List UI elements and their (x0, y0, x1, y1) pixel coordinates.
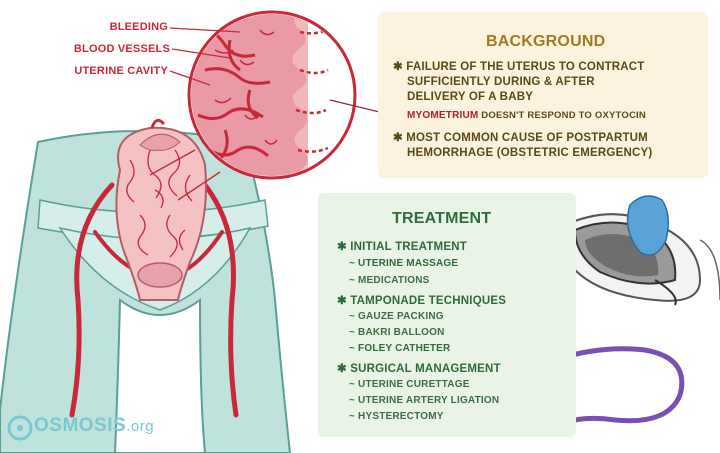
logo-icon (7, 415, 33, 441)
treatment-foley-catheter: ~ FOLEY CATHETER (349, 343, 451, 354)
treatment-uterine-massage: ~ UTERINE MASSAGE (349, 258, 459, 269)
osmosis-logo[interactable]: OSMOSIS.org (34, 415, 155, 436)
leader-bleeding (169, 27, 241, 33)
background-title: BACKGROUND (486, 33, 606, 50)
background-item-1-line3: DELIVERY of a BABY (407, 91, 534, 103)
treatment-bakri-balloon: ~ BAKRI BALLOON (349, 327, 445, 338)
treatment-artery-ligation: ~ UTERINE ARTERY LIGATION (349, 395, 500, 406)
label-bleeding: BLEEDING (109, 21, 168, 33)
background-sub-item: MYOMETRIUM DOESN'T RESPOND to OXYTOCIN (407, 110, 646, 121)
zoom-line (149, 149, 196, 176)
label-uterine-cavity: UTERINE CAVITY (74, 65, 168, 77)
cervix (137, 262, 183, 288)
thigh-gap (113, 298, 207, 453)
zoom-line-2 (177, 171, 221, 201)
background-item-2-line2: HEMORRHAGE (OBSTETRIC EMERGENCY) (407, 147, 653, 159)
uterus (115, 126, 207, 301)
leader-blood-vessels (171, 48, 231, 59)
fallopian-tip (150, 118, 166, 129)
background-item-1-line2: SUFFICIENTLY DURING & AFTER (407, 76, 595, 88)
treatment-gauze-packing: ~ GAUZE PACKING (349, 311, 444, 322)
uterus-fundus (139, 133, 181, 151)
speculum-illustration (520, 195, 720, 306)
myometrium-term: MYOMETRIUM (407, 110, 479, 121)
label-blood-vessels: BLOOD VESSELS (73, 43, 170, 55)
treatment-title: TREATMENT (392, 210, 492, 227)
treatment-tamponade: ✱ TAMPONADE TECHNIQUES (337, 295, 507, 307)
micro-vessels (197, 23, 271, 159)
bleeding-drops (295, 26, 331, 153)
uterus-veins (126, 149, 193, 258)
leader-uterine-cavity (169, 70, 211, 86)
treatment-initial: ✱ INITIAL TREATMENT (337, 241, 467, 253)
treatment-medications: ~ MEDICATIONS (349, 275, 430, 286)
treatment-panel (318, 193, 576, 437)
glove-right (626, 195, 669, 256)
left-artery (69, 182, 115, 418)
background-item-2: ✱ MOST COMMON CAUSE of POSTPARTUM (393, 132, 648, 144)
treatment-uterine-curettage: ~ UTERINE CURETTAGE (349, 379, 470, 390)
background-panel (378, 12, 708, 178)
right-artery (202, 182, 239, 418)
background-item-1: ✱ FAILURE of the UTERUS to CONTRACT (393, 61, 645, 73)
treatment-surgical: ✱ SURGICAL MANAGEMENT (337, 363, 501, 375)
treatment-hysterectomy: ~ HYSTERECTOMY (349, 411, 444, 422)
